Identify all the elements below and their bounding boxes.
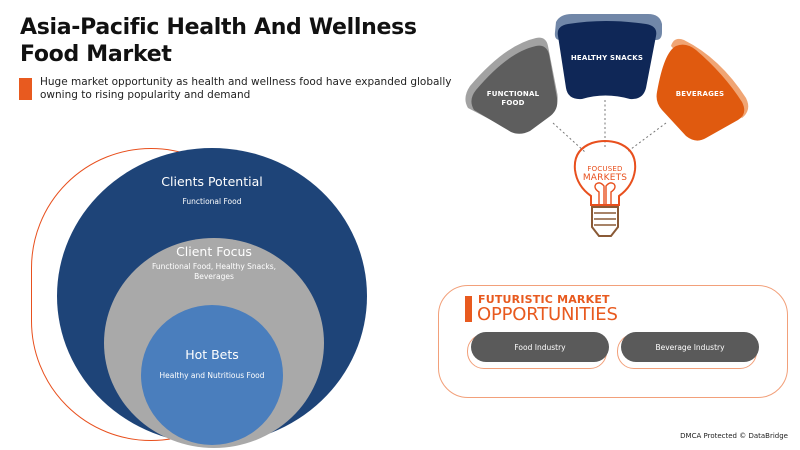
futuristic-heading-line2: OPPORTUNITIES: [477, 304, 618, 325]
focused-label-line1: FOCUSED: [587, 165, 623, 173]
futuristic-opportunities-box: [438, 285, 788, 398]
clients-potential-detail: Functional Food: [182, 197, 242, 206]
focused-markets-label: FOCUSED MARKETS: [580, 165, 630, 183]
page-subtitle: Huge market opportunity as health and we…: [40, 76, 452, 101]
petal-functional-food-line2: FOOD: [501, 99, 525, 107]
clients-potential-title: Clients Potential: [161, 174, 263, 189]
client-focus-detail: Functional Food, Healthy Snacks, Beverag…: [151, 262, 277, 281]
beverage-industry-label: Beverage Industry: [621, 332, 759, 362]
petal-functional-food-line1: FUNCTIONAL: [486, 90, 540, 98]
petals-and-bulb-graphic: [465, 14, 749, 237]
page-title: Asia-Pacific Health And Wellness Food Ma…: [20, 15, 417, 67]
petal-functional-food: FUNCTIONAL FOOD: [478, 90, 548, 108]
food-industry-label: Food Industry: [471, 332, 609, 362]
hot-bets-detail: Healthy and Nutritious Food: [159, 371, 265, 380]
futuristic-heading-line1: FUTURISTIC MARKET: [478, 293, 610, 306]
focused-label-line2: MARKETS: [582, 173, 628, 183]
petal-healthy-snacks: HEALTHY SNACKS: [570, 54, 644, 62]
food-industry-pill: Food Industry: [467, 332, 609, 369]
petal-beverages: BEVERAGES: [675, 90, 725, 98]
subtitle-accent-bar: [19, 78, 32, 100]
hot-bets-circle: Hot Bets Healthy and Nutritious Food: [141, 305, 283, 445]
copyright-footer: DMCA Protected © DataBridge: [680, 432, 788, 440]
hot-bets-title: Hot Bets: [185, 347, 239, 362]
futuristic-accent-bar: [465, 296, 472, 322]
beverage-industry-pill: Beverage Industry: [617, 332, 759, 369]
client-focus-title: Client Focus: [176, 244, 252, 259]
